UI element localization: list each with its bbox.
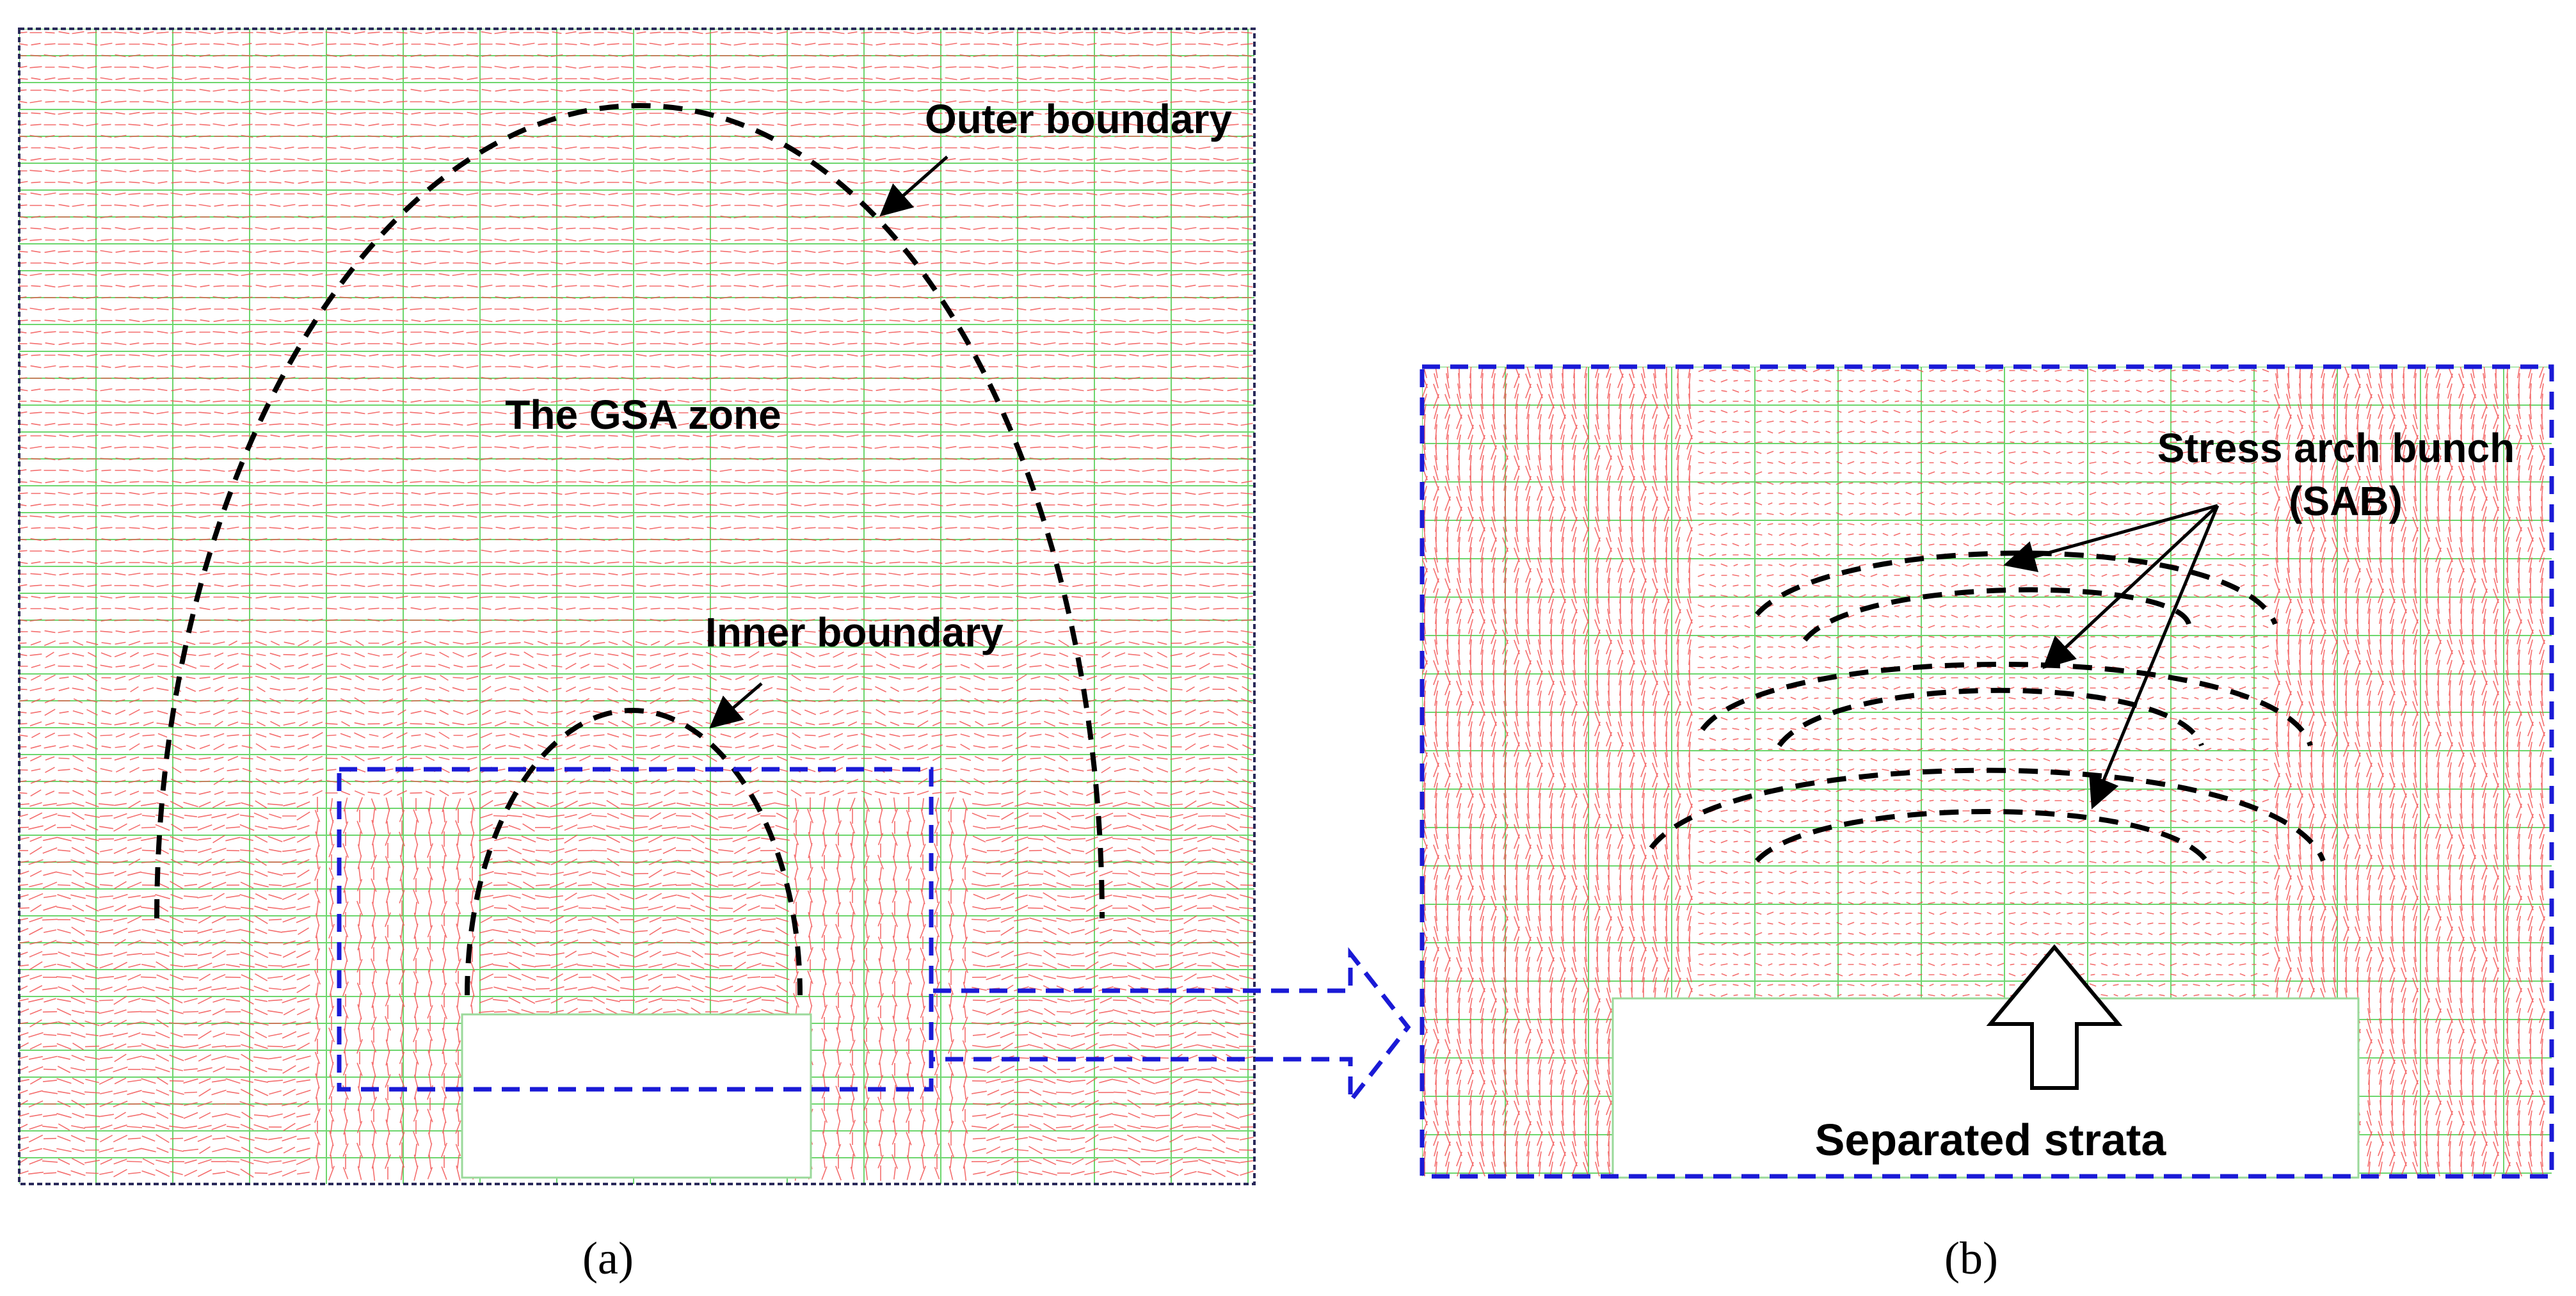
panel-a-caption: (a) (582, 1233, 634, 1284)
zoom-connector-arrow (933, 947, 1411, 1108)
sab-label-line2: (SAB) (2289, 478, 2403, 524)
excavation-opening (461, 1013, 812, 1179)
panel-a: Outer boundary The GSA zone Inner bounda… (18, 28, 1256, 1284)
outer-boundary-arrow (879, 156, 948, 217)
outer-boundary-curve (154, 102, 1105, 919)
stress-vector-field-a (19, 29, 1254, 1184)
zoom-region-box (337, 767, 934, 1092)
arch-middle-inner (1777, 687, 2204, 748)
sab-arrow-middle (2042, 504, 2219, 669)
inner-boundary-curve (465, 707, 803, 996)
gsa-zone-label: The GSA zone (505, 392, 781, 438)
stress-vector-field-b (1422, 367, 2552, 1176)
arch-lower-inner (1755, 809, 2214, 872)
zoomed-opening (1612, 997, 2360, 1179)
panel-b: Stress arch bunch (SAB) Separated strata… (1420, 364, 2554, 1284)
panel-b-caption: (b) (1944, 1233, 1998, 1284)
arch-lower-outer (1649, 767, 2326, 862)
inner-boundary-arrow (709, 682, 763, 729)
panel-b-frame (1420, 364, 2554, 1179)
panel-a-frame (18, 28, 1256, 1185)
separated-strata-arrow-icon (1986, 944, 2123, 1090)
stress-arch-curves (1649, 550, 2326, 872)
inner-boundary-label: Inner boundary (705, 609, 1004, 655)
outer-boundary-label: Outer boundary (925, 96, 1232, 142)
separated-strata-label: Separated strata (1815, 1115, 2167, 1165)
arch-upper-inner (1802, 587, 2191, 642)
arch-upper-outer (1755, 550, 2278, 625)
sab-label-line1: Stress arch bunch (2157, 425, 2515, 471)
sab-arrow-bottom (2089, 505, 2220, 810)
arch-middle-outer (1700, 661, 2313, 747)
sab-arrow-top (2003, 504, 2218, 572)
